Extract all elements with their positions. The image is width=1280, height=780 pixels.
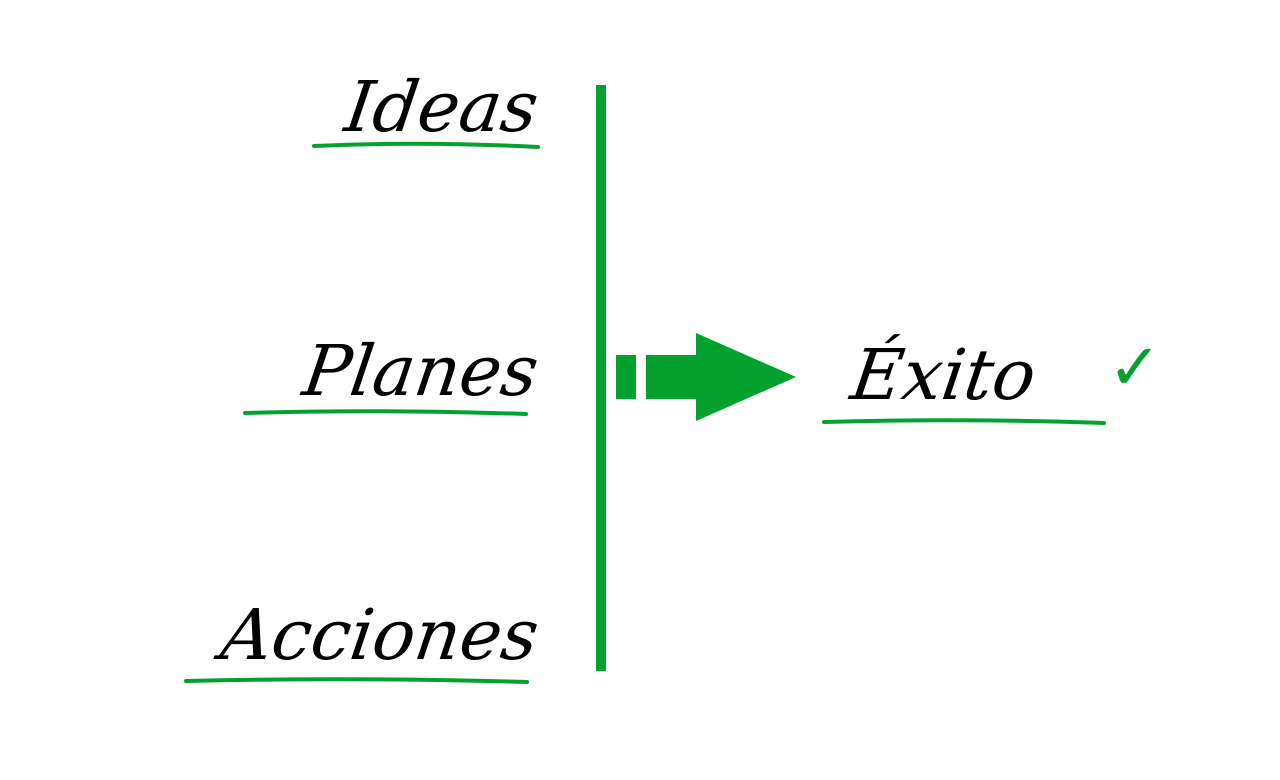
vertical-divider-line xyxy=(596,85,606,671)
exito-underline xyxy=(822,418,1106,425)
arrow-dash xyxy=(616,355,636,399)
ideas-underline xyxy=(312,141,540,149)
check-icon: ✓ xyxy=(1108,331,1162,405)
planes-underline xyxy=(243,409,528,416)
acciones-label: Acciones xyxy=(216,594,544,676)
planes-label: Planes xyxy=(298,330,544,412)
exito-label: Éxito xyxy=(846,334,1042,416)
arrow-shaft xyxy=(646,355,698,399)
ideas-label: Ideas xyxy=(340,66,544,148)
acciones-underline xyxy=(184,677,529,684)
arrow-head xyxy=(696,333,796,421)
